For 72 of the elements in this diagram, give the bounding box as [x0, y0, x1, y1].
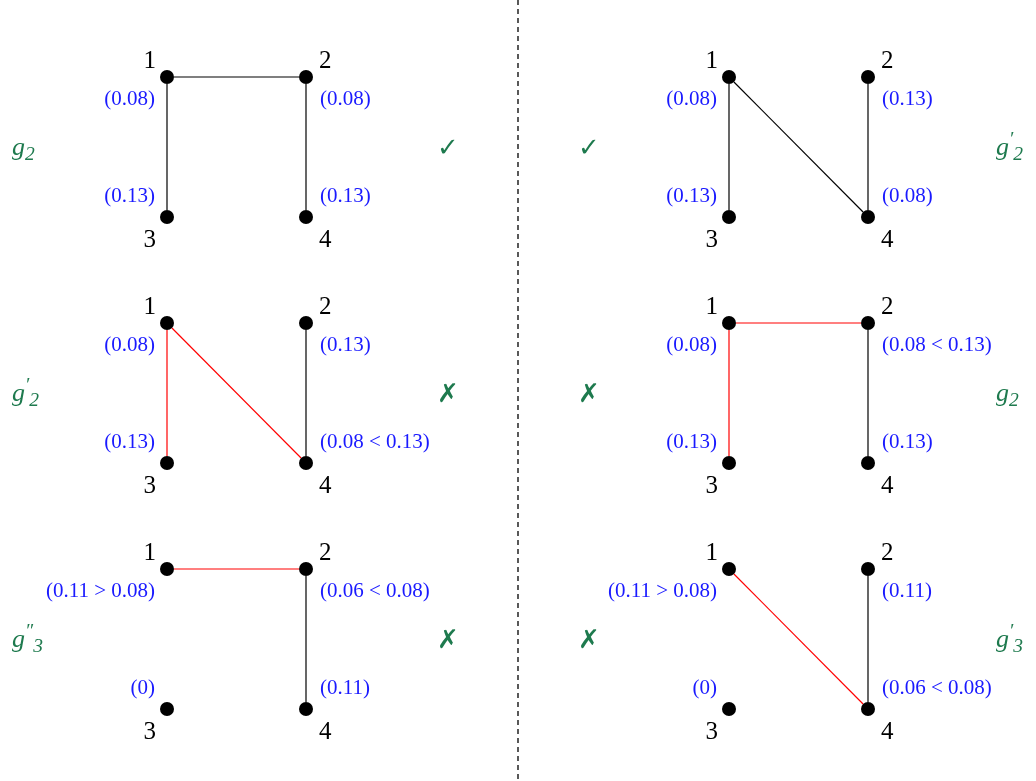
vertex-number: 3: [705, 472, 718, 497]
weight-label: (0.06 < 0.08): [320, 580, 430, 601]
graph-edge: [305, 575, 307, 703]
weight-label: (0.08): [666, 334, 717, 355]
weight-label: (0.08): [666, 88, 717, 109]
weight-label: (0.13): [320, 334, 371, 355]
graph-edge: [728, 83, 730, 211]
vertex-number: 2: [881, 47, 894, 72]
vertex-number: 4: [881, 226, 894, 251]
graph-edge: [867, 83, 869, 211]
vertex-number: 2: [319, 539, 332, 564]
weight-label: (0.11 > 0.08): [607, 580, 717, 601]
weight-label: (0.13): [666, 185, 717, 206]
weight-label: (0.13): [104, 185, 155, 206]
graph-edge: [728, 329, 730, 457]
vertex-number: 1: [143, 293, 156, 318]
graph-edge: [733, 573, 864, 705]
vertex-number: 3: [705, 718, 718, 743]
vertex-number: 3: [143, 472, 156, 497]
result-mark: ✓: [437, 134, 459, 160]
weight-label: (0.13): [666, 431, 717, 452]
graph-edge: [733, 81, 864, 213]
graph-edge: [173, 568, 300, 570]
vertex-number: 1: [705, 47, 718, 72]
vertex-number: 2: [319, 47, 332, 72]
weight-label: (0.08): [320, 88, 371, 109]
weight-label: (0): [130, 677, 155, 698]
graph-name: g$_{2}$: [12, 134, 35, 160]
vertex-number: 4: [319, 718, 332, 743]
vertex-number: 2: [881, 293, 894, 318]
vertex-number: 1: [705, 539, 718, 564]
weight-label: (0.11): [882, 580, 932, 601]
weight-label: (0.06 < 0.08): [882, 677, 992, 698]
weight-label: (0.11): [320, 677, 370, 698]
graph-edge: [867, 575, 869, 703]
vertex-number: 4: [881, 718, 894, 743]
vertex-number: 1: [143, 539, 156, 564]
weight-label: (0.13): [882, 88, 933, 109]
weight-label: (0.08): [104, 334, 155, 355]
vertex-number: 4: [881, 472, 894, 497]
graph-edge: [867, 329, 869, 457]
vertex-number: 4: [319, 472, 332, 497]
graph-edge: [305, 329, 307, 457]
result-mark: ✗: [437, 380, 459, 406]
graph-edge: [173, 76, 300, 78]
graph-edge: [735, 322, 862, 324]
weight-label: (0.08): [104, 88, 155, 109]
weight-label: (0.08 < 0.13): [320, 431, 430, 452]
weight-label: (0.13): [104, 431, 155, 452]
graph-edge: [166, 329, 168, 457]
weight-label: (0.08 < 0.13): [882, 334, 992, 355]
vertex-number: 1: [705, 293, 718, 318]
vertex-number: 1: [143, 47, 156, 72]
vertex-number: 4: [319, 226, 332, 251]
vertex-number: 2: [319, 293, 332, 318]
weight-label: (0.13): [882, 431, 933, 452]
weight-label: (0.11 > 0.08): [45, 580, 155, 601]
weight-label: (0.08): [882, 185, 933, 206]
graph-name: g$_{2}$: [996, 380, 1019, 406]
vertex-number: 3: [143, 718, 156, 743]
vertex-number: 2: [881, 539, 894, 564]
graph-edge: [305, 83, 307, 211]
result-mark: ✗: [578, 380, 600, 406]
weight-label: (0): [692, 677, 717, 698]
result-mark: ✗: [578, 626, 600, 652]
result-mark: ✗: [437, 626, 459, 652]
vertex-number: 3: [143, 226, 156, 251]
result-mark: ✓: [578, 134, 600, 160]
weight-label: (0.13): [320, 185, 371, 206]
graph-edge: [171, 327, 302, 459]
graph-edge: [166, 83, 168, 211]
vertex-number: 3: [705, 226, 718, 251]
